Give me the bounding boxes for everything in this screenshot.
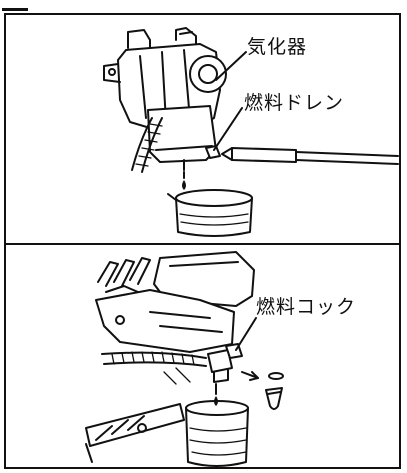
fuel-cock-label: 燃料コック [256, 296, 357, 318]
fuel-cock-illustration [85, 251, 284, 467]
carburetor-illustration [103, 27, 399, 237]
corner-mark [2, 8, 28, 11]
carburetor-label: 気化器 [247, 36, 308, 58]
fuel-drain-label: 燃料ドレン [244, 92, 345, 114]
